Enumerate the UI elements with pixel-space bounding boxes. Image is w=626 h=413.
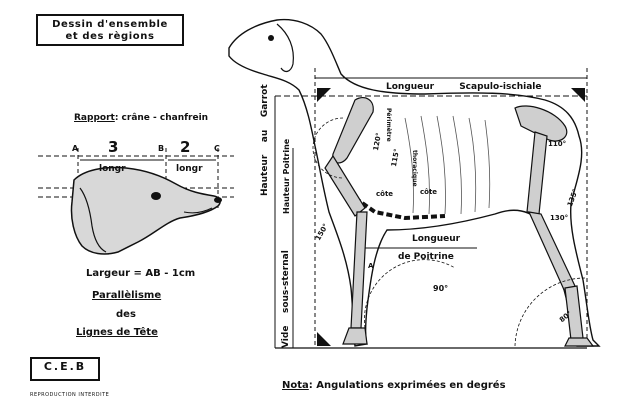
sternum [353,196,446,221]
mouth-line [183,207,213,214]
nota-line: Nota: Angulations exprimées en degrés [282,380,506,391]
label-hauteur-garrot-3: Garrot [260,84,270,118]
corner-mark-foot [317,332,331,346]
label-longueur-poitrine-1: Longueur [412,234,461,244]
rear-paw [564,337,595,347]
rib-2 [420,115,430,215]
title-box: Dessin d'ensemble et des règions [36,14,184,46]
scapula-bone [332,97,374,164]
title-line-2: et des règions [65,31,155,42]
longr-label-1: longr [99,164,126,174]
point-a: A [72,144,79,153]
pelvis-bone [514,105,568,142]
parallelisme-line-2: des [116,309,136,320]
label-hauteur-poitrine-2: Poitrine [282,138,291,175]
longr-label-2: longr [176,164,203,174]
num-2: 2 [180,138,191,156]
point-b: B [158,144,165,153]
rapport-label: Rapport [74,113,115,123]
rib-3 [436,115,446,215]
rapport-line: Rapport: crâne - chanfrein [74,113,208,123]
rapport-text: : crâne - chanfrein [114,113,209,123]
eye-icon [151,192,161,200]
label-hauteur-garrot-1: Hauteur [260,154,270,196]
dog-diagram [228,18,601,349]
dog-ear [276,23,294,73]
largeur-text: Largeur = AB - 1cm [86,268,196,279]
parallelisme-line-1: Parallèlisme [92,290,162,301]
label-thoracique: thoracique [411,150,418,187]
label-longueur-poitrine-2: de Poitrine [398,252,454,262]
head-profile [70,166,221,255]
ceb-box: C.E.B [30,357,100,381]
corner-mark-front [317,88,331,102]
num-3: 3 [108,138,119,156]
label-ang-110: 110° [548,140,567,148]
arc-90 [364,259,456,329]
parallelisme-line-3: Lignes de Tête [76,327,158,338]
reproduction-note: REPRODUCTION INTERDITE [30,392,110,398]
label-hauteur-garrot: Hauteur au Garrot [260,56,270,196]
nota-label: Nota [282,380,309,391]
rib-1 [404,117,414,214]
label-ang-90: 90° [433,284,449,293]
rib-6 [484,119,491,209]
label-hauteur-poitrine: Hauteur Poitrine [282,139,291,214]
arc-shoulder [312,117,344,179]
rib-4 [452,115,462,215]
head-diagram [38,148,234,255]
label-hauteur-garrot-2: au [260,129,270,143]
label-perimetre: Périmètre [385,108,392,142]
label-vide-sous-sternal: Vide sous-sternal [281,250,291,348]
label-cote-1: côte [420,188,438,196]
humerus-bone [324,154,366,217]
foreleg-bone [350,211,368,329]
label-ang-a: A [368,262,374,270]
femur-bone [526,131,548,215]
label-hauteur-poitrine-1: Hauteur [282,177,291,214]
ear-outline [79,187,107,253]
label-ang-130: 130° [550,214,569,222]
dog-eye-icon [268,35,274,41]
label-cote-2: côte [376,190,394,198]
rib-5 [468,117,477,213]
corner-mark-rear [571,88,585,102]
front-paw [342,327,368,345]
label-longueur-scapulo: Longueur Scapulo-ischiale [386,82,542,92]
title-line-1: Dessin d'ensemble [52,19,168,30]
nota-text: : Angulations exprimées en degrés [308,380,506,391]
point-c: C [214,144,220,153]
nose-icon [214,197,222,203]
